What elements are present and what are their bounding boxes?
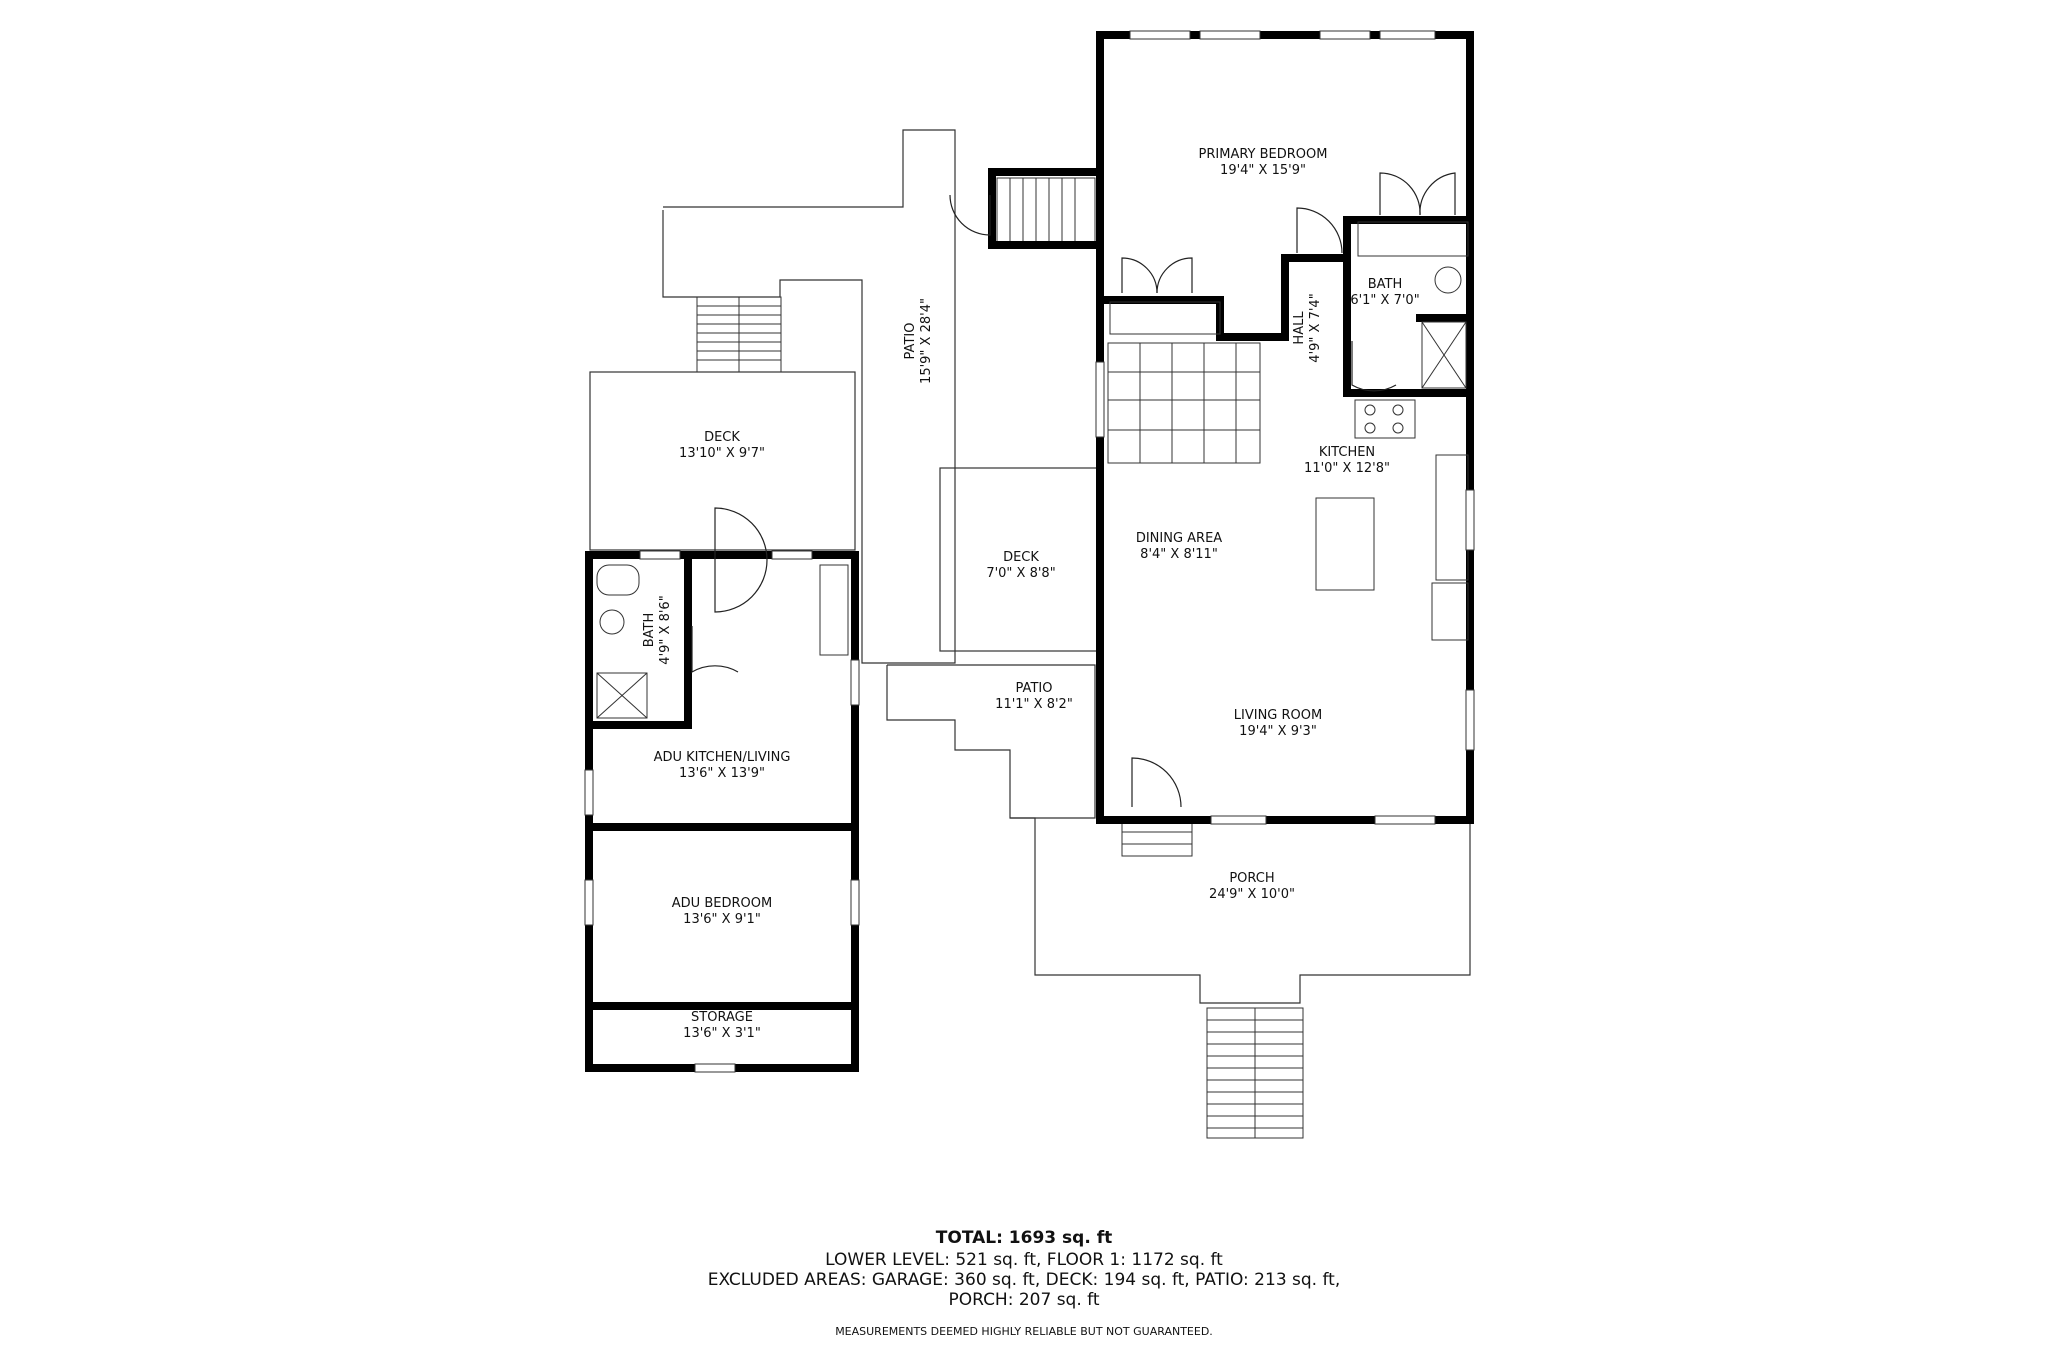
lower-patio-outline [886, 664, 1096, 819]
room-dims: 24'9" X 10'0" [1209, 887, 1295, 902]
disclaimer: MEASUREMENTS DEEMED HIGHLY RELIABLE BUT … [835, 1325, 1213, 1338]
room-labels: PRIMARY BEDROOM 19'4" X 15'9" BATH 6'1" … [642, 147, 1420, 1041]
room-name: DECK [1003, 550, 1039, 565]
adu-bath-wall [585, 551, 692, 729]
room-name: PORCH [1229, 871, 1274, 886]
room-dims: 19'4" X 9'3" [1239, 724, 1317, 739]
room-name: DINING AREA [1136, 531, 1222, 546]
floor-areas: LOWER LEVEL: 521 sq. ft, FLOOR 1: 1172 s… [825, 1250, 1223, 1270]
room-name: LIVING ROOM [1234, 708, 1322, 723]
stairs [696, 177, 1304, 1139]
room-name: PRIMARY BEDROOM [1199, 147, 1328, 162]
patio-outline [662, 129, 956, 664]
adu-sink [599, 609, 625, 635]
room-dims: 13'6" X 9'1" [683, 912, 761, 927]
doors [691, 172, 1456, 808]
closet-shelf-2 [1357, 221, 1469, 257]
room-name: PATIO [1016, 681, 1053, 696]
room-name: ADU KITCHEN/LIVING [654, 750, 791, 765]
porch-outline [1010, 817, 1471, 1004]
porch-area: PORCH: 207 sq. ft [948, 1290, 1100, 1310]
room-name: BATH [1368, 277, 1403, 292]
room-label-adu-bath: BATH 4'9" X 8'6" [642, 595, 673, 664]
fridge [1431, 582, 1469, 641]
room-name: PATIO [903, 323, 918, 360]
room-name: STORAGE [691, 1010, 753, 1025]
room-dims: 15'9" X 28'4" [919, 298, 934, 384]
room-name: DECK [704, 430, 740, 445]
stove [1354, 399, 1416, 439]
room-dims: 11'0" X 12'8" [1304, 461, 1390, 476]
adu-outer-wall [585, 551, 859, 1072]
room-dims: 7'0" X 8'8" [986, 566, 1055, 581]
kitchen-counter [1435, 454, 1469, 581]
fixtures [596, 221, 1469, 719]
room-label-hall: HALL 4'9" X 7'4" [1292, 293, 1323, 362]
room-dims: 13'10" X 9'7" [679, 446, 765, 461]
stair-bump-wall [988, 168, 1104, 249]
room-name: BATH [642, 613, 657, 648]
excluded-areas: EXCLUDED AREAS: GARAGE: 360 sq. ft, DECK… [707, 1270, 1341, 1290]
adu-kitchen-counter [819, 564, 849, 656]
room-label-patio-vertical: PATIO 15'9" X 28'4" [903, 298, 934, 384]
exterior-stairs [996, 177, 1096, 249]
upper-deck-outline [589, 371, 856, 551]
total-area: TOTAL: 1693 sq. ft [935, 1228, 1113, 1248]
room-dims: 13'6" X 3'1" [683, 1026, 761, 1041]
room-dims: 13'6" X 13'9" [679, 766, 765, 781]
entry-steps [1121, 819, 1193, 857]
windows [584, 30, 1475, 1073]
room-name: KITCHEN [1319, 445, 1375, 460]
room-dims: 6'1" X 7'0" [1350, 293, 1419, 308]
room-name: HALL [1292, 311, 1307, 345]
interior-stairs [1107, 342, 1261, 464]
room-name: ADU BEDROOM [672, 896, 772, 911]
room-dims: 11'1" X 8'2" [995, 697, 1073, 712]
adu-toilet [596, 564, 640, 596]
bath-sink [1434, 266, 1462, 294]
room-dims: 8'4" X 8'11" [1140, 547, 1218, 562]
closet-shelf [1109, 301, 1221, 335]
room-dims: 4'9" X 7'4" [1308, 293, 1323, 362]
bedroom-closet-wall [1096, 216, 1474, 341]
bath-tub [1421, 321, 1467, 389]
thin-outlines [589, 129, 1471, 1004]
kitchen-island [1315, 497, 1375, 591]
adu-shower [596, 672, 648, 719]
room-dims: 19'4" X 15'9" [1220, 163, 1306, 178]
room-dims: 4'9" X 8'6" [658, 595, 673, 664]
